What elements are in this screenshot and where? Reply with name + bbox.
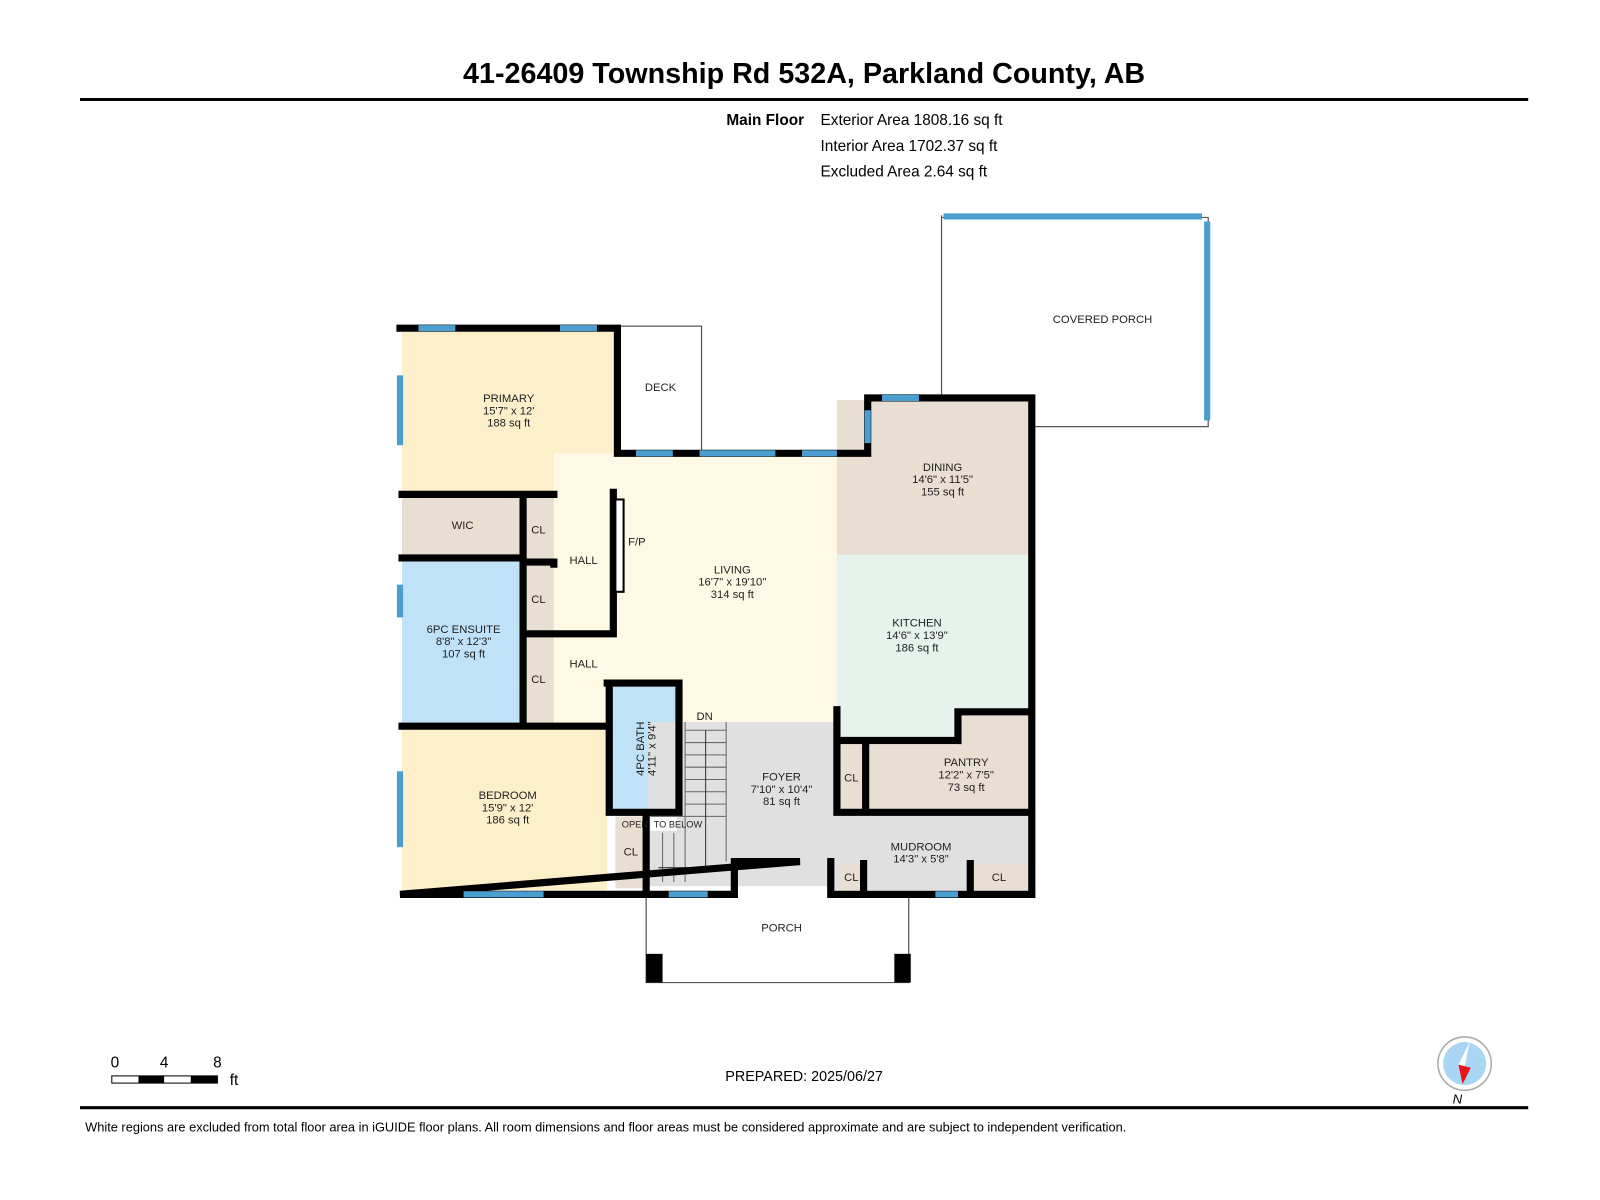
floor-label: Main Floor bbox=[726, 112, 804, 129]
primary-area: 188 sq ft bbox=[487, 418, 531, 430]
ensuite-name: 6PC ENSUITE bbox=[427, 624, 501, 636]
kitchen-area: 186 sq ft bbox=[895, 642, 939, 654]
room-closet bbox=[525, 635, 554, 725]
hall-label: HALL bbox=[569, 555, 597, 567]
closet-label: CL bbox=[531, 524, 545, 536]
living-name: LIVING bbox=[714, 564, 751, 576]
room-ensuite bbox=[402, 560, 524, 725]
room-labels: PRIMARY 15'7" x 12' 188 sq ft LIVING 16'… bbox=[427, 314, 1153, 934]
closet-label: CL bbox=[844, 872, 858, 884]
porch-post bbox=[646, 953, 663, 983]
prepared-date: PREPARED: 2025/06/27 bbox=[725, 1069, 883, 1085]
room-closet bbox=[525, 564, 554, 632]
room-closet bbox=[838, 863, 864, 891]
closet-label: CL bbox=[624, 846, 638, 858]
interior-wall bbox=[398, 488, 683, 892]
pantry-area: 73 sq ft bbox=[948, 782, 986, 794]
ensuite-dims: 8'8" x 12'3" bbox=[436, 636, 492, 648]
excluded-area: Excluded Area 2.64 sq ft bbox=[821, 163, 988, 180]
bedroom-area: 186 sq ft bbox=[486, 815, 530, 827]
scale-bar: 0 4 8 ft bbox=[111, 1055, 239, 1089]
mudroom-name: MUDROOM bbox=[891, 841, 952, 853]
closet-label: CL bbox=[992, 872, 1006, 884]
scale-tick-label: 0 bbox=[111, 1055, 120, 1072]
fireplace-label: F/P bbox=[628, 537, 646, 549]
dining-name: DINING bbox=[923, 462, 962, 474]
north-label: N bbox=[1453, 1092, 1463, 1107]
porch-post bbox=[894, 953, 911, 983]
wic-label: WIC bbox=[452, 520, 474, 532]
page-title: 41-26409 Township Rd 532A, Parkland Coun… bbox=[463, 58, 1145, 90]
stairs-down-label: DN bbox=[696, 711, 712, 723]
interior-area: Interior Area 1702.37 sq ft bbox=[821, 138, 999, 155]
pantry-name: PANTRY bbox=[944, 757, 989, 769]
room-closet bbox=[525, 496, 554, 563]
exterior-wall bbox=[396, 324, 1036, 898]
kitchen-name: KITCHEN bbox=[892, 618, 941, 630]
porch-label: PORCH bbox=[761, 922, 802, 934]
closet-label: CL bbox=[844, 773, 858, 785]
closet-label: CL bbox=[531, 594, 545, 606]
foyer-area: 81 sq ft bbox=[763, 796, 801, 808]
scale-unit: ft bbox=[230, 1072, 239, 1089]
living-area: 314 sq ft bbox=[711, 589, 755, 601]
fireplace bbox=[614, 498, 625, 593]
windows bbox=[396, 325, 958, 898]
scale-tick-label: 8 bbox=[213, 1055, 222, 1072]
open-to-below-void bbox=[650, 816, 677, 831]
porch-outline bbox=[645, 892, 910, 984]
bedroom-name: BEDROOM bbox=[479, 790, 537, 802]
room-bedroom bbox=[402, 728, 608, 891]
north-arrow-compass-icon: N bbox=[1437, 1036, 1493, 1107]
foyer-name: FOYER bbox=[762, 772, 801, 784]
primary-name: PRIMARY bbox=[483, 393, 535, 405]
closet-label: CL bbox=[531, 674, 545, 686]
room-closet bbox=[970, 863, 1028, 891]
room-kitchen bbox=[836, 554, 1030, 739]
walls bbox=[396, 324, 1036, 898]
exterior-area: Exterior Area 1808.16 sq ft bbox=[821, 112, 1004, 129]
room-closet bbox=[838, 744, 864, 811]
mudroom-dims: 14'3" x 5'8" bbox=[893, 854, 949, 866]
bath-name: 4PC BATH bbox=[635, 722, 647, 776]
bath-dims: 4'11" x 9'4" bbox=[646, 721, 658, 776]
open-label: OPEN bbox=[622, 820, 648, 830]
pantry-dims: 12'2" x 7'5" bbox=[938, 769, 994, 781]
bedroom-dims: 15'9" x 12' bbox=[482, 802, 534, 814]
room-pantry bbox=[866, 711, 1030, 811]
primary-dims: 15'7" x 12' bbox=[483, 405, 535, 417]
living-dims: 16'7" x 19'10" bbox=[698, 577, 766, 589]
ensuite-area: 107 sq ft bbox=[442, 648, 486, 660]
disclaimer: White regions are excluded from total fl… bbox=[85, 1119, 1126, 1134]
to-below-label: TO BELOW bbox=[654, 820, 703, 830]
room-wic bbox=[402, 496, 524, 556]
scale-tick-label: 4 bbox=[160, 1055, 169, 1072]
dining-dims: 14'6" x 11'5" bbox=[912, 474, 973, 486]
hall-label: HALL bbox=[569, 659, 597, 671]
foyer-dims: 7'10" x 10'4" bbox=[751, 784, 813, 796]
kitchen-dims: 14'6" x 13'9" bbox=[886, 630, 948, 642]
dining-area: 155 sq ft bbox=[921, 486, 965, 498]
interior-wall bbox=[833, 706, 1034, 894]
deck-label: DECK bbox=[645, 382, 677, 394]
covered-porch-label: COVERED PORCH bbox=[1053, 314, 1153, 326]
